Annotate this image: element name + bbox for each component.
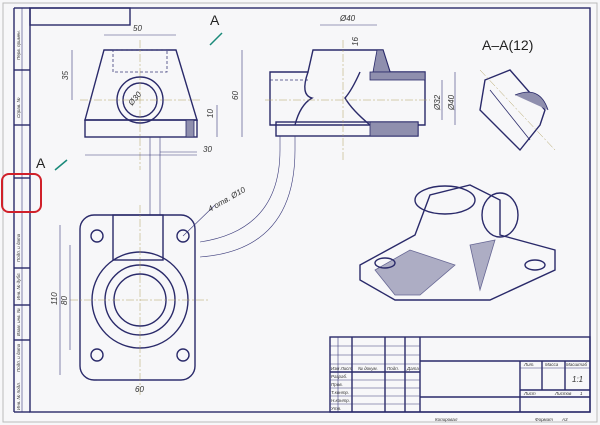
dim-50: 50	[133, 24, 142, 33]
section-aa: A–A(12)	[479, 37, 556, 152]
strip-label: Инв. № дубл.	[16, 272, 21, 300]
tb-ncontrol: Н.контр.	[331, 398, 350, 403]
side-view: Ø40 16 Ø32 Ø40	[265, 14, 456, 160]
isometric-view	[359, 184, 556, 301]
front-view: 50 35 Ø30 60 10 30	[61, 24, 243, 170]
dim-16: 16	[351, 37, 360, 46]
dim-30: 30	[203, 145, 212, 154]
tb-mass: Масса	[545, 362, 559, 367]
dim-holes: 4 отв. Ø10	[207, 185, 248, 214]
section-title: A–A(12)	[482, 37, 533, 53]
dim-110: 110	[50, 292, 59, 305]
tb-scale: Масштаб	[566, 362, 587, 367]
tb-format: Формат	[535, 417, 553, 422]
dim-plan-60: 60	[135, 385, 144, 394]
tb-sheets: Листов	[554, 391, 572, 396]
dim-35: 35	[61, 71, 70, 80]
projection-lines	[149, 136, 296, 258]
tb-sign: Подп.	[387, 366, 399, 371]
tb-date: Дата	[406, 366, 419, 371]
tb-izm: Изм Лист	[331, 366, 352, 371]
svg-text:A: A	[36, 155, 46, 171]
dim-inner-dia: Ø32	[433, 94, 442, 111]
tb-copied: Копировал	[435, 417, 458, 422]
tb-checked: Пров.	[331, 382, 343, 387]
tb-approved: Утв.	[331, 406, 341, 411]
tb-format-value: A3	[561, 417, 568, 422]
strip-label: Справ. №	[16, 97, 21, 118]
svg-text:A: A	[210, 12, 220, 28]
tb-scale-value: 1:1	[572, 375, 583, 384]
dim-outer-dia: Ø40	[447, 94, 456, 111]
strip-label: Подп. и дата	[16, 343, 21, 372]
strip-label: Инв. № подл.	[16, 382, 21, 410]
tb-lit: Лит.	[523, 362, 535, 367]
dim-side-dia: Ø40	[339, 14, 356, 23]
tb-sheet: Лист	[523, 391, 536, 396]
left-strip: Перв. примен. Справ. № Подп. и дата Инв.…	[13, 7, 30, 413]
tb-developed: Разраб.	[331, 374, 347, 379]
highlight-box	[1, 173, 42, 213]
drawing-frame	[29, 7, 591, 413]
inverted-stamp	[29, 7, 131, 26]
tb-doc-no: № докум.	[358, 366, 378, 371]
section-marker-left: A	[36, 155, 68, 171]
dim-10: 10	[206, 109, 215, 118]
dim-60: 60	[231, 91, 240, 100]
strip-label: Перв. примен.	[16, 30, 21, 60]
tb-tcontrol: Т.контр.	[331, 390, 349, 395]
strip-label: Взам. инв. №	[16, 308, 21, 336]
dim-80: 80	[60, 296, 69, 305]
plan-view: 4 отв. Ø10 110 80 60	[50, 185, 247, 395]
title-block: Изм Лист № докум. Подп. Дата Разраб. Про…	[329, 336, 591, 422]
tb-sheets-value: 1	[580, 391, 583, 396]
dim-bore: Ø30	[126, 89, 144, 108]
strip-label: Подп. и дата	[16, 233, 21, 262]
section-marker-top: A	[209, 12, 223, 46]
